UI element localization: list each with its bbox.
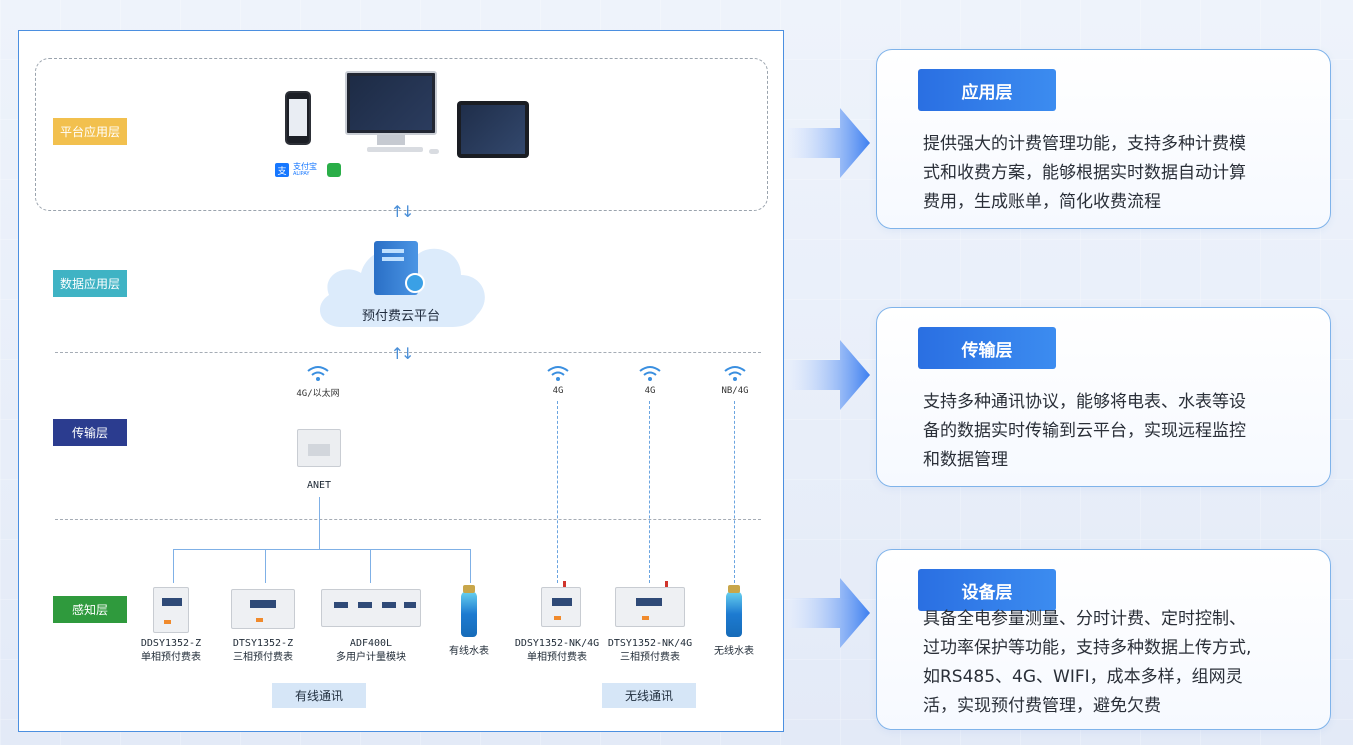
device-model-label: DDSY1352-NK/4G — [514, 638, 600, 649]
sync-arrow-bottom-icon: ↑↓ — [390, 343, 415, 363]
alipay-wordmark: 支付宝 ALIPAY — [293, 162, 317, 178]
sensing-layer-tag: 感知层 — [53, 596, 127, 623]
wireless-water-meter-icon — [726, 585, 742, 637]
wifi-icon — [724, 366, 746, 381]
transport-layer-tag: 传输层 — [53, 419, 127, 446]
three-phase-4g-meter-icon — [615, 587, 685, 627]
network-label-ethernet: 4G/以太网 — [296, 389, 340, 399]
alipay-text-cn: 支付宝 — [293, 162, 317, 171]
card-text-line: 过功率保护等功能，支持多种数据上传方式, — [923, 638, 1252, 658]
application-layer-card: 应用层 提供强大的计费管理功能，支持多种计费模 式和收费方案，能够根据实时数据自… — [876, 49, 1331, 229]
card-text-line: 活，实现预付费管理，避免欠费 — [923, 696, 1161, 716]
wired-comm-tag: 有线通讯 — [272, 683, 366, 708]
network-label-4g-1: 4G — [552, 386, 564, 396]
card-title: 传输层 — [918, 327, 1056, 369]
network-label-4g-2: 4G — [644, 386, 656, 396]
card-title: 应用层 — [918, 69, 1056, 111]
payment-logos: 支 支付宝 ALIPAY — [275, 163, 341, 177]
wireless-link-line — [734, 401, 735, 583]
mouse-icon — [429, 149, 439, 154]
network-label-nb4g: NB/4G — [721, 386, 749, 396]
arrow-right-icon — [788, 108, 870, 178]
single-phase-meter-icon — [153, 587, 189, 633]
wifi-icon — [639, 366, 661, 381]
device-model-label: DTSY1352-NK/4G — [607, 638, 693, 649]
card-title: 设备层 — [918, 569, 1056, 611]
card-text-line: 支持多种通讯协议，能够将电表、水表等设 — [923, 392, 1246, 412]
wifi-icon — [547, 366, 569, 381]
card-text-line: 提供强大的计费管理功能，支持多种计费模 — [923, 134, 1246, 154]
wired-bus-trunk — [319, 497, 320, 549]
architecture-diagram: 平台应用层 数据应用层 传输层 感知层 支 支付宝 ALIPAY ↑↓ 预付费云… — [18, 30, 784, 732]
arrow-right-icon — [788, 340, 870, 410]
platform-layer-tag: 平台应用层 — [53, 118, 127, 145]
card-text-line: 具备全电参量测量、分时计费、定时控制、 — [923, 609, 1246, 629]
wired-drop-line — [265, 549, 266, 583]
smartphone-icon — [285, 91, 311, 145]
wireless-comm-tag: 无线通讯 — [602, 683, 696, 708]
divider-transport-sensing — [55, 519, 761, 520]
card-text-line: 备的数据实时传输到云平台，实现远程监控 — [923, 421, 1246, 441]
wireless-link-line — [557, 401, 558, 583]
divider-data-transport — [55, 352, 761, 353]
desktop-monitor-icon — [345, 71, 437, 135]
wifi-icon — [307, 366, 329, 381]
wired-drop-line — [370, 549, 371, 583]
wired-drop-line — [470, 549, 471, 583]
device-desc-label: 单相预付费表 — [527, 652, 587, 663]
device-desc-label: 单相预付费表 — [141, 652, 201, 663]
card-text-line: 如RS485、4G、WIFI，成本多样，组网灵 — [923, 667, 1243, 687]
wired-bus-line — [173, 549, 470, 550]
card-description: 提供强大的计费管理功能，支持多种计费模 式和收费方案，能够根据实时数据自动计算 … — [923, 130, 1303, 217]
tablet-icon — [457, 101, 529, 158]
device-model-label: ADF400L — [349, 638, 393, 649]
device-model-label: DDSY1352-Z — [140, 638, 202, 649]
wired-drop-line — [173, 549, 174, 583]
anet-gateway-icon — [297, 429, 341, 467]
sync-arrow-top-icon: ↑↓ — [390, 201, 415, 221]
device-desc-label: 三相预付费表 — [620, 652, 680, 663]
antenna-icon — [665, 581, 668, 589]
device-desc-label: 有线水表 — [449, 646, 489, 657]
antenna-icon — [563, 581, 566, 589]
multi-user-module-icon — [321, 589, 421, 627]
single-phase-4g-meter-icon — [541, 587, 581, 627]
platform-layer-box — [35, 58, 768, 211]
wired-water-meter-icon — [461, 585, 477, 637]
globe-icon — [405, 273, 425, 293]
alipay-icon: 支 — [275, 163, 289, 177]
keyboard-icon — [367, 147, 423, 152]
device-desc-label: 无线水表 — [714, 646, 754, 657]
device-model-label: DTSY1352-Z — [232, 638, 294, 649]
device-desc-label: 三相预付费表 — [233, 652, 293, 663]
card-text-line: 费用，生成账单，简化收费流程 — [923, 192, 1161, 212]
cloud-platform: 预付费云平台 — [311, 227, 491, 337]
wireless-link-line — [649, 401, 650, 583]
card-description: 支持多种通讯协议，能够将电表、水表等设 备的数据实时传输到云平台，实现远程监控 … — [923, 388, 1303, 475]
card-description: 具备全电参量测量、分时计费、定时控制、 过功率保护等功能，支持多种数据上传方式,… — [923, 605, 1303, 721]
card-text-line: 和数据管理 — [923, 450, 1008, 470]
gateway-label: ANET — [306, 480, 332, 491]
data-layer-tag: 数据应用层 — [53, 270, 127, 297]
device-desc-label: 多用户计量模块 — [336, 652, 406, 663]
device-layer-card: 设备层 具备全电参量测量、分时计费、定时控制、 过功率保护等功能，支持多种数据上… — [876, 549, 1331, 730]
transport-layer-card: 传输层 支持多种通讯协议，能够将电表、水表等设 备的数据实时传输到云平台，实现远… — [876, 307, 1331, 487]
monitor-stand — [377, 135, 405, 145]
wechat-icon — [327, 163, 341, 177]
cloud-platform-label: 预付费云平台 — [361, 309, 440, 324]
alipay-text-en: ALIPAY — [293, 171, 310, 177]
three-phase-meter-icon — [231, 589, 295, 629]
card-text-line: 式和收费方案，能够根据实时数据自动计算 — [923, 163, 1246, 183]
arrow-right-icon — [788, 578, 870, 648]
